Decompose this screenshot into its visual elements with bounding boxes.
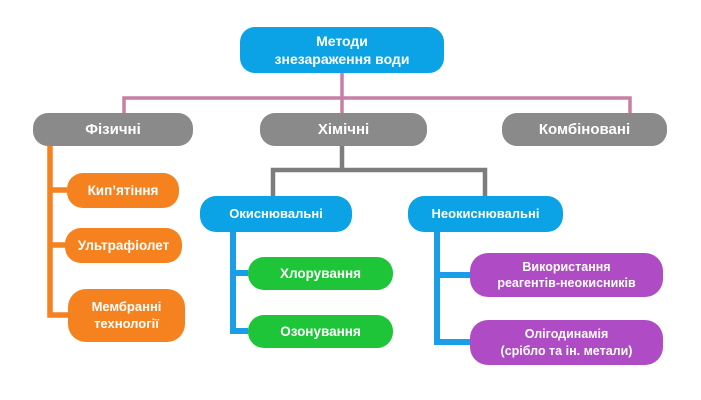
- node-non-oxidizing: Неокиснювальні: [408, 196, 563, 232]
- connector-oxidizing-to-children: [230, 232, 248, 334]
- node-ozonation: Озонування: [248, 315, 393, 348]
- node-root-methods: Методи знезараження води: [240, 27, 444, 73]
- node-oxidizing: Окиснювальні: [200, 196, 352, 232]
- node-chlorination: Хлорування: [248, 257, 393, 290]
- node-oligodynamy: Олігодинамія (срібло та ін. метали): [470, 320, 663, 365]
- node-ultraviolet: Ультрафіолет: [65, 228, 182, 263]
- node-chemical-methods: Хімічні: [260, 113, 427, 146]
- connector-chemical-to-children: [270, 146, 488, 196]
- connector-root-to-level1: [122, 72, 632, 113]
- node-membrane-technologies: Мембранні технології: [68, 289, 185, 342]
- node-boiling: Кип’ятіння: [67, 173, 179, 208]
- node-non-oxidizer-reagents: Використання реагентів-неокисників: [470, 253, 663, 297]
- connector-nonoxidizing-to-children: [434, 232, 470, 345]
- node-physical-methods: Фізичні: [33, 113, 193, 146]
- connector-physical-to-children: [47, 146, 68, 318]
- node-combined-methods: Комбіновані: [502, 113, 667, 146]
